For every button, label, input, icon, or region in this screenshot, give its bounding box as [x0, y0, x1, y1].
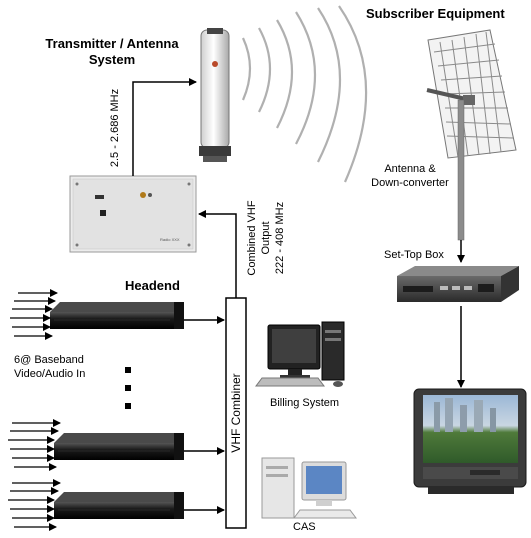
- billing-system-label: Billing System: [270, 397, 340, 409]
- grid-antenna-icon: [426, 29, 517, 241]
- modulator-rack-icon: [50, 302, 184, 329]
- modulator-rack-icon: [54, 492, 184, 519]
- modulator-rack-icon: [54, 433, 184, 460]
- baseband-label: 6@ Baseband Video/Audio In: [14, 354, 86, 380]
- antenna-downconverter-label: Antenna & Down-converter: [371, 163, 449, 189]
- subscriber-title: Subscriber Equipment: [366, 6, 505, 21]
- tx-frequency-label: 2.5 - 2.686 MHz: [109, 88, 121, 168]
- desktop-computer-icon: [255, 321, 345, 387]
- baseband-inputs: [10, 289, 58, 340]
- transmitter-rack-icon: [69, 175, 197, 253]
- ellipsis-dots: [125, 367, 131, 409]
- settop-box-label: Set-Top Box: [384, 249, 444, 261]
- transmitter-title: Transmitter / Antenna System: [45, 36, 179, 67]
- signal-connections: [132, 78, 465, 514]
- baseband-inputs: [8, 419, 61, 471]
- baseband-inputs: [8, 479, 61, 531]
- headend-title: Headend: [125, 278, 180, 293]
- antenna-mast-icon: [199, 28, 231, 162]
- combined-output-label: Combined VHF Output 222 - 408 MHz: [246, 200, 286, 276]
- cas-label: CAS: [293, 521, 316, 533]
- settop-box-icon: [397, 266, 519, 302]
- transmitter-nameplate: Radio XXX: [160, 237, 180, 242]
- radio-waves-icon: [241, 5, 368, 183]
- television-icon: [413, 388, 527, 494]
- vhf-combiner-label: VHF Combiner: [229, 373, 243, 453]
- desktop-computer-icon: [261, 457, 357, 519]
